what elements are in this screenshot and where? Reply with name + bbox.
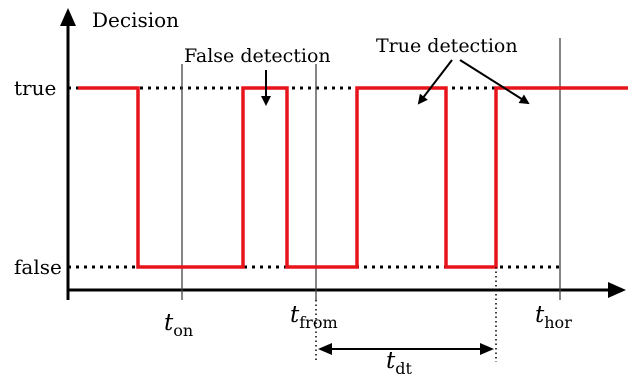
- t-hor-symbol: t: [535, 302, 545, 328]
- t-from-label: tfrom: [290, 302, 338, 332]
- true-label: true: [14, 76, 56, 100]
- dt-arrow-left-icon: [318, 343, 332, 355]
- t-on-subscript: on: [173, 321, 193, 340]
- t-from-symbol: t: [290, 302, 300, 328]
- decision-signal: [78, 86, 628, 269]
- true-detection-arrow-left: [417, 59, 453, 105]
- t-on-symbol: t: [164, 310, 174, 336]
- t-dt-symbol: t: [386, 348, 396, 374]
- false-label: false: [14, 255, 62, 279]
- t-from-subscript: from: [299, 313, 337, 332]
- t-hor-label: thor: [535, 302, 572, 332]
- t-dt-subscript: dt: [395, 359, 412, 378]
- dt-arrow-right-icon: [480, 343, 494, 355]
- false-detection-label: False detection: [184, 45, 331, 67]
- y-axis-label: Decision: [92, 8, 179, 32]
- t-hor-subscript: hor: [544, 313, 572, 332]
- t-on-label: ton: [164, 310, 193, 340]
- x-axis-arrow-icon: [608, 282, 626, 298]
- true-detection-arrow-right: [459, 59, 530, 105]
- true-detection-label: True detection: [376, 35, 518, 57]
- y-axis-arrow-icon: [60, 8, 76, 26]
- t-dt-label: tdt: [386, 348, 412, 378]
